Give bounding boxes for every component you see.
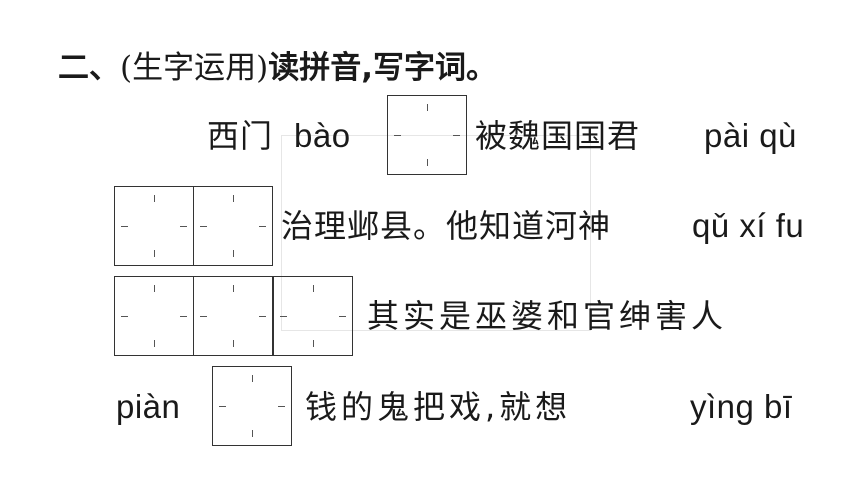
line1-pinyin-paiqu: pài qù bbox=[704, 117, 797, 154]
line3-text: 其实是巫婆和官绅害人 bbox=[367, 297, 728, 335]
line4-pinyin-pian: piàn bbox=[116, 388, 181, 425]
line4-text: 钱的鬼把戏,就想 bbox=[305, 388, 572, 426]
line1-text-b: 被魏国国君 bbox=[475, 117, 641, 155]
question-number: 二、 bbox=[58, 50, 120, 86]
answer-box-pai[interactable] bbox=[114, 186, 194, 266]
answer-box-bao[interactable] bbox=[387, 95, 467, 175]
question-category: (生字运用) bbox=[120, 50, 269, 86]
line1-pinyin-bao: bào bbox=[294, 117, 351, 154]
faint-frame bbox=[281, 135, 591, 331]
answer-box-qu[interactable] bbox=[193, 186, 273, 266]
line1-text-a: 西门 bbox=[207, 117, 274, 155]
answer-box-fu[interactable] bbox=[273, 276, 353, 356]
line2-pinyin-quxifu: qǔ xí fu bbox=[692, 207, 805, 244]
answer-box-qu2[interactable] bbox=[114, 276, 194, 356]
question-heading: 二、(生字运用)读拼音,写字词。 bbox=[58, 46, 497, 90]
answer-box-pian[interactable] bbox=[212, 366, 292, 446]
answer-box-xi[interactable] bbox=[193, 276, 273, 356]
question-instruction: 读拼音,写字词。 bbox=[268, 50, 497, 86]
line4-pinyin-yingbi: yìng bī bbox=[690, 388, 793, 425]
line2-text: 治理邺县。他知道河神 bbox=[281, 207, 612, 245]
